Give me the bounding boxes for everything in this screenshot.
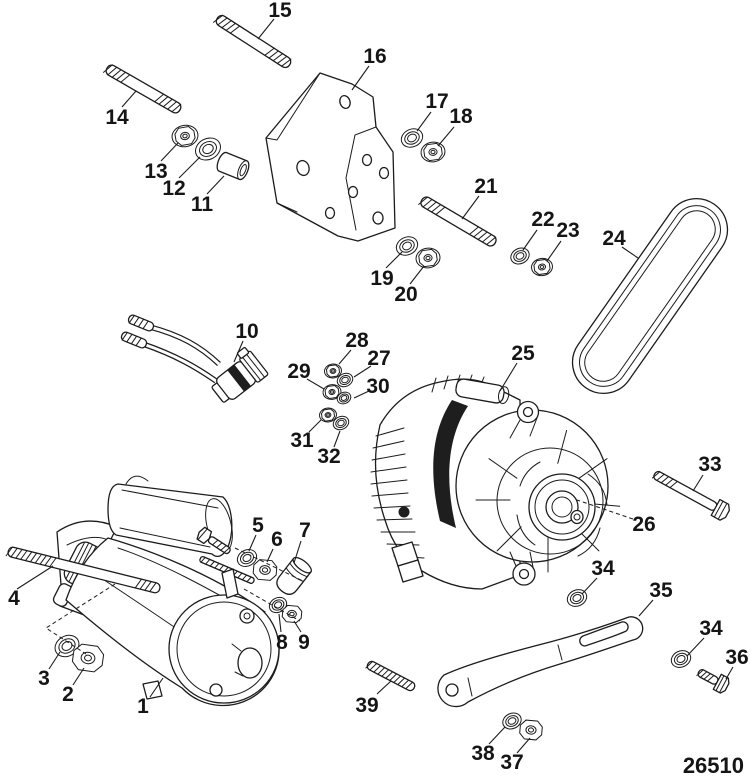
- flange-nut-18: [419, 139, 447, 165]
- callout-label-29: 29: [287, 360, 310, 383]
- callout-label-18: 18: [449, 105, 473, 128]
- callout-label-36: 36: [725, 646, 748, 669]
- callout-label-16: 16: [363, 45, 386, 68]
- stud-4: [5, 546, 161, 594]
- callout-label-19: 19: [370, 267, 393, 290]
- callout-label-39: 39: [355, 694, 378, 717]
- callout-label-32: 32: [317, 445, 340, 468]
- callout-label-38: 38: [471, 742, 495, 765]
- callout-label-26: 26: [632, 513, 655, 536]
- callout-label-22: 22: [531, 208, 554, 231]
- callout-label-25: 25: [511, 342, 535, 365]
- callout-label-3: 3: [38, 667, 50, 690]
- callout-label-10: 10: [235, 320, 258, 343]
- terminal-bolt: [196, 526, 231, 555]
- pulley-26: [528, 473, 596, 541]
- callout-label-35: 35: [649, 579, 673, 602]
- bolt-36: [696, 669, 730, 694]
- callout-label-34a: 34: [591, 557, 615, 580]
- callout-label-8: 8: [276, 631, 288, 654]
- callout-label-21: 21: [474, 175, 498, 198]
- assembly-axis-lines: [45, 499, 634, 655]
- callout-label-13: 13: [144, 160, 167, 183]
- stud-39: [365, 660, 416, 692]
- callout-label-30: 30: [366, 375, 389, 398]
- callout-label-4: 4: [8, 587, 20, 610]
- callout-label-5: 5: [252, 514, 264, 537]
- alternator-top-boss: [455, 378, 510, 405]
- alternator-25: [370, 374, 621, 590]
- callout-label-20: 20: [394, 283, 417, 306]
- mounting-bracket-16: [265, 72, 396, 242]
- drive-belt-24: [571, 197, 729, 395]
- adjuster-bracket-35: [437, 616, 644, 708]
- hex-nut-6: [252, 558, 278, 582]
- callout-label-7: 7: [299, 519, 311, 542]
- stud-14: [102, 64, 182, 114]
- stud-15: [213, 14, 292, 69]
- callout-label-9: 9: [298, 631, 310, 654]
- callout-label-14: 14: [105, 106, 129, 129]
- callout-label-15: 15: [268, 0, 292, 22]
- drawing-number: 26510: [683, 753, 744, 778]
- washer-34b: [668, 647, 694, 671]
- wiring-connector-10: [120, 314, 269, 403]
- spacer-11: [216, 151, 250, 181]
- hex-nut-37: [518, 719, 544, 741]
- callout-label-1: 1: [137, 695, 149, 718]
- flange-nut-13: [169, 122, 201, 150]
- callout-label-33: 33: [698, 453, 721, 476]
- stud-21: [418, 196, 497, 247]
- callout-label-17: 17: [425, 90, 448, 113]
- flange-nut-20: [414, 245, 442, 271]
- callout-label-6: 6: [271, 528, 283, 551]
- bolt-33: [651, 470, 730, 521]
- callout-label-31: 31: [290, 429, 314, 452]
- callout-label-37: 37: [500, 751, 523, 774]
- callout-label-12: 12: [162, 177, 185, 200]
- callout-label-34b: 34: [699, 617, 723, 640]
- callout-leader-lines: [16, 18, 734, 754]
- callout-label-24: 24: [602, 227, 626, 250]
- washer-17: [397, 124, 427, 152]
- callout-label-27: 27: [367, 347, 390, 370]
- callout-label-11: 11: [191, 193, 214, 216]
- callout-label-2: 2: [62, 683, 74, 706]
- bullet-terminal: [120, 331, 148, 349]
- callout-label-23: 23: [556, 219, 579, 242]
- washer-22: [507, 244, 533, 268]
- callout-labels: 1 2 3 4 5 6 7 8 9 10 11 12 13 14 15 16 1…: [8, 0, 749, 774]
- flange-nut-23: [529, 256, 555, 278]
- callout-label-28: 28: [345, 329, 369, 352]
- bullet-terminal: [127, 314, 155, 332]
